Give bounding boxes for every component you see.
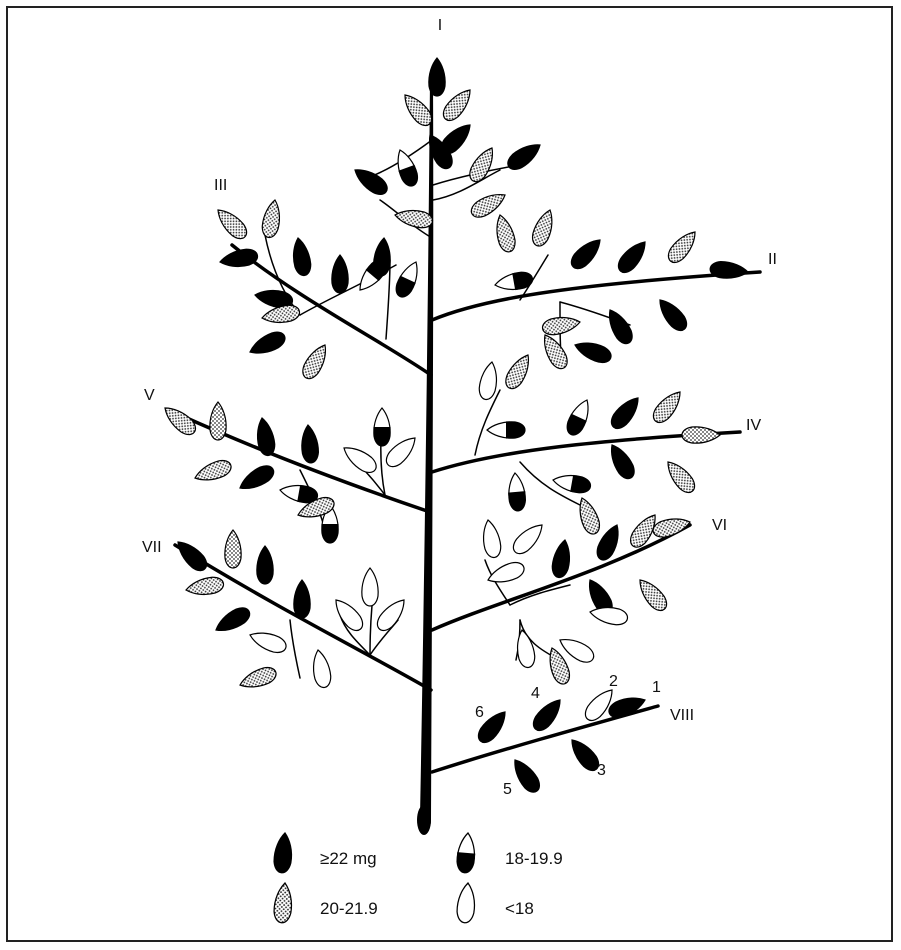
leaf-10: [468, 188, 509, 221]
leaf-64: [212, 604, 253, 637]
legend-icon-white: [456, 882, 477, 923]
leaf-49: [487, 421, 525, 438]
leaf-56: [506, 472, 526, 511]
stem-III: [232, 245, 431, 375]
leaf-11: [212, 204, 250, 242]
leaf-2: [439, 85, 476, 125]
leaf-25: [494, 270, 534, 294]
legend-label-dotted: 20-21.9: [320, 899, 378, 918]
leaf-12: [260, 199, 283, 239]
branch-label-I: I: [438, 17, 442, 34]
leaf-33: [541, 314, 581, 337]
twig-VII-b: [290, 620, 300, 678]
stem-base: [417, 805, 431, 835]
legend-icon-half: [456, 832, 477, 873]
leaf-71: [480, 519, 503, 559]
leaf-82: [589, 604, 629, 627]
branch-label-VI: VI: [712, 517, 727, 534]
leaf-51: [607, 393, 644, 433]
leaf-13: [219, 247, 259, 270]
leaf-76: [651, 514, 692, 540]
branch-label-VII: VII: [142, 539, 162, 556]
leaf-39: [373, 408, 390, 446]
leaf-72: [509, 519, 547, 557]
leaf-57: [552, 472, 592, 496]
leaf-34: [572, 337, 613, 365]
leaf-73: [550, 539, 573, 579]
leaf-62: [294, 580, 310, 618]
leaf-47: [477, 361, 500, 401]
leaf-61: [257, 546, 273, 584]
leaf-0: [429, 58, 445, 96]
branch-label-III: III: [214, 177, 227, 194]
leaf-79: [634, 575, 671, 615]
leaf-14: [290, 237, 313, 277]
leaf-66: [310, 649, 333, 689]
leaf-41: [192, 457, 233, 485]
leaf-32: [538, 331, 571, 372]
leaf-23: [492, 213, 518, 254]
legend-label-half: 18-19.9: [505, 849, 563, 868]
leaf-20: [261, 303, 301, 326]
leaf-68: [362, 568, 378, 606]
leaf-number-5: 5: [503, 781, 512, 798]
leaf-53: [682, 427, 720, 443]
leaf-36: [210, 402, 226, 440]
branch-label-II: II: [768, 251, 777, 268]
leaf-67: [237, 664, 278, 692]
leaf-number-3: 3: [597, 762, 606, 779]
leaf-22: [299, 341, 332, 382]
leaf-55: [662, 457, 699, 497]
leaf-43: [339, 441, 379, 476]
leaf-59: [172, 536, 210, 574]
leaf-58: [574, 495, 602, 536]
leaf-21: [247, 329, 288, 360]
leaf-8: [504, 138, 544, 173]
branch-label-VIII: VIII: [670, 707, 694, 724]
leaf-31: [654, 295, 691, 335]
branch-label-IV: IV: [746, 417, 761, 434]
leaf-15: [332, 255, 348, 293]
leaf-48: [502, 351, 535, 392]
leaf-89: [508, 755, 543, 795]
branch-label-V: V: [144, 387, 155, 404]
leaf-number-4: 4: [531, 685, 540, 702]
leaf-5: [392, 147, 421, 189]
leaf-52: [649, 387, 686, 427]
legend-icon-black: [273, 832, 294, 873]
leaf-63: [185, 575, 225, 598]
leaf-26: [567, 234, 605, 272]
leaf-position-labels: 1 2 3 4 5 6: [475, 673, 661, 798]
leaf-27: [614, 237, 651, 277]
leaf-number-2: 2: [609, 673, 618, 690]
leaf-17: [392, 258, 424, 300]
leaf-4: [437, 119, 475, 157]
legend-label-black: ≥22 mg: [320, 849, 377, 868]
leaf-38: [300, 424, 320, 463]
leaf-number-1: 1: [652, 679, 661, 696]
leaf-30: [603, 306, 636, 347]
leaf-number-6: 6: [475, 704, 484, 721]
main-stem: [420, 78, 433, 832]
leaf-9: [394, 207, 434, 230]
leaf-50: [563, 396, 595, 438]
leaf-69: [330, 595, 367, 635]
leaf-65: [247, 627, 288, 655]
leaf-37: [254, 417, 277, 457]
legend-labels: ≥22 mg 18-19.9 20-21.9 <18: [320, 849, 563, 918]
legend-label-white: <18: [505, 899, 534, 918]
leaf-54: [605, 441, 638, 482]
leaf-60: [225, 530, 241, 568]
leaf-42: [236, 462, 277, 495]
leaf-7: [466, 144, 499, 185]
leaf-19: [353, 255, 391, 295]
leaf-80: [514, 629, 537, 669]
leaf-24: [529, 207, 557, 248]
legend-icon-dotted: [273, 882, 294, 923]
leaf-29: [709, 261, 748, 281]
leaf-28: [664, 227, 701, 267]
leaf-6: [350, 163, 390, 198]
